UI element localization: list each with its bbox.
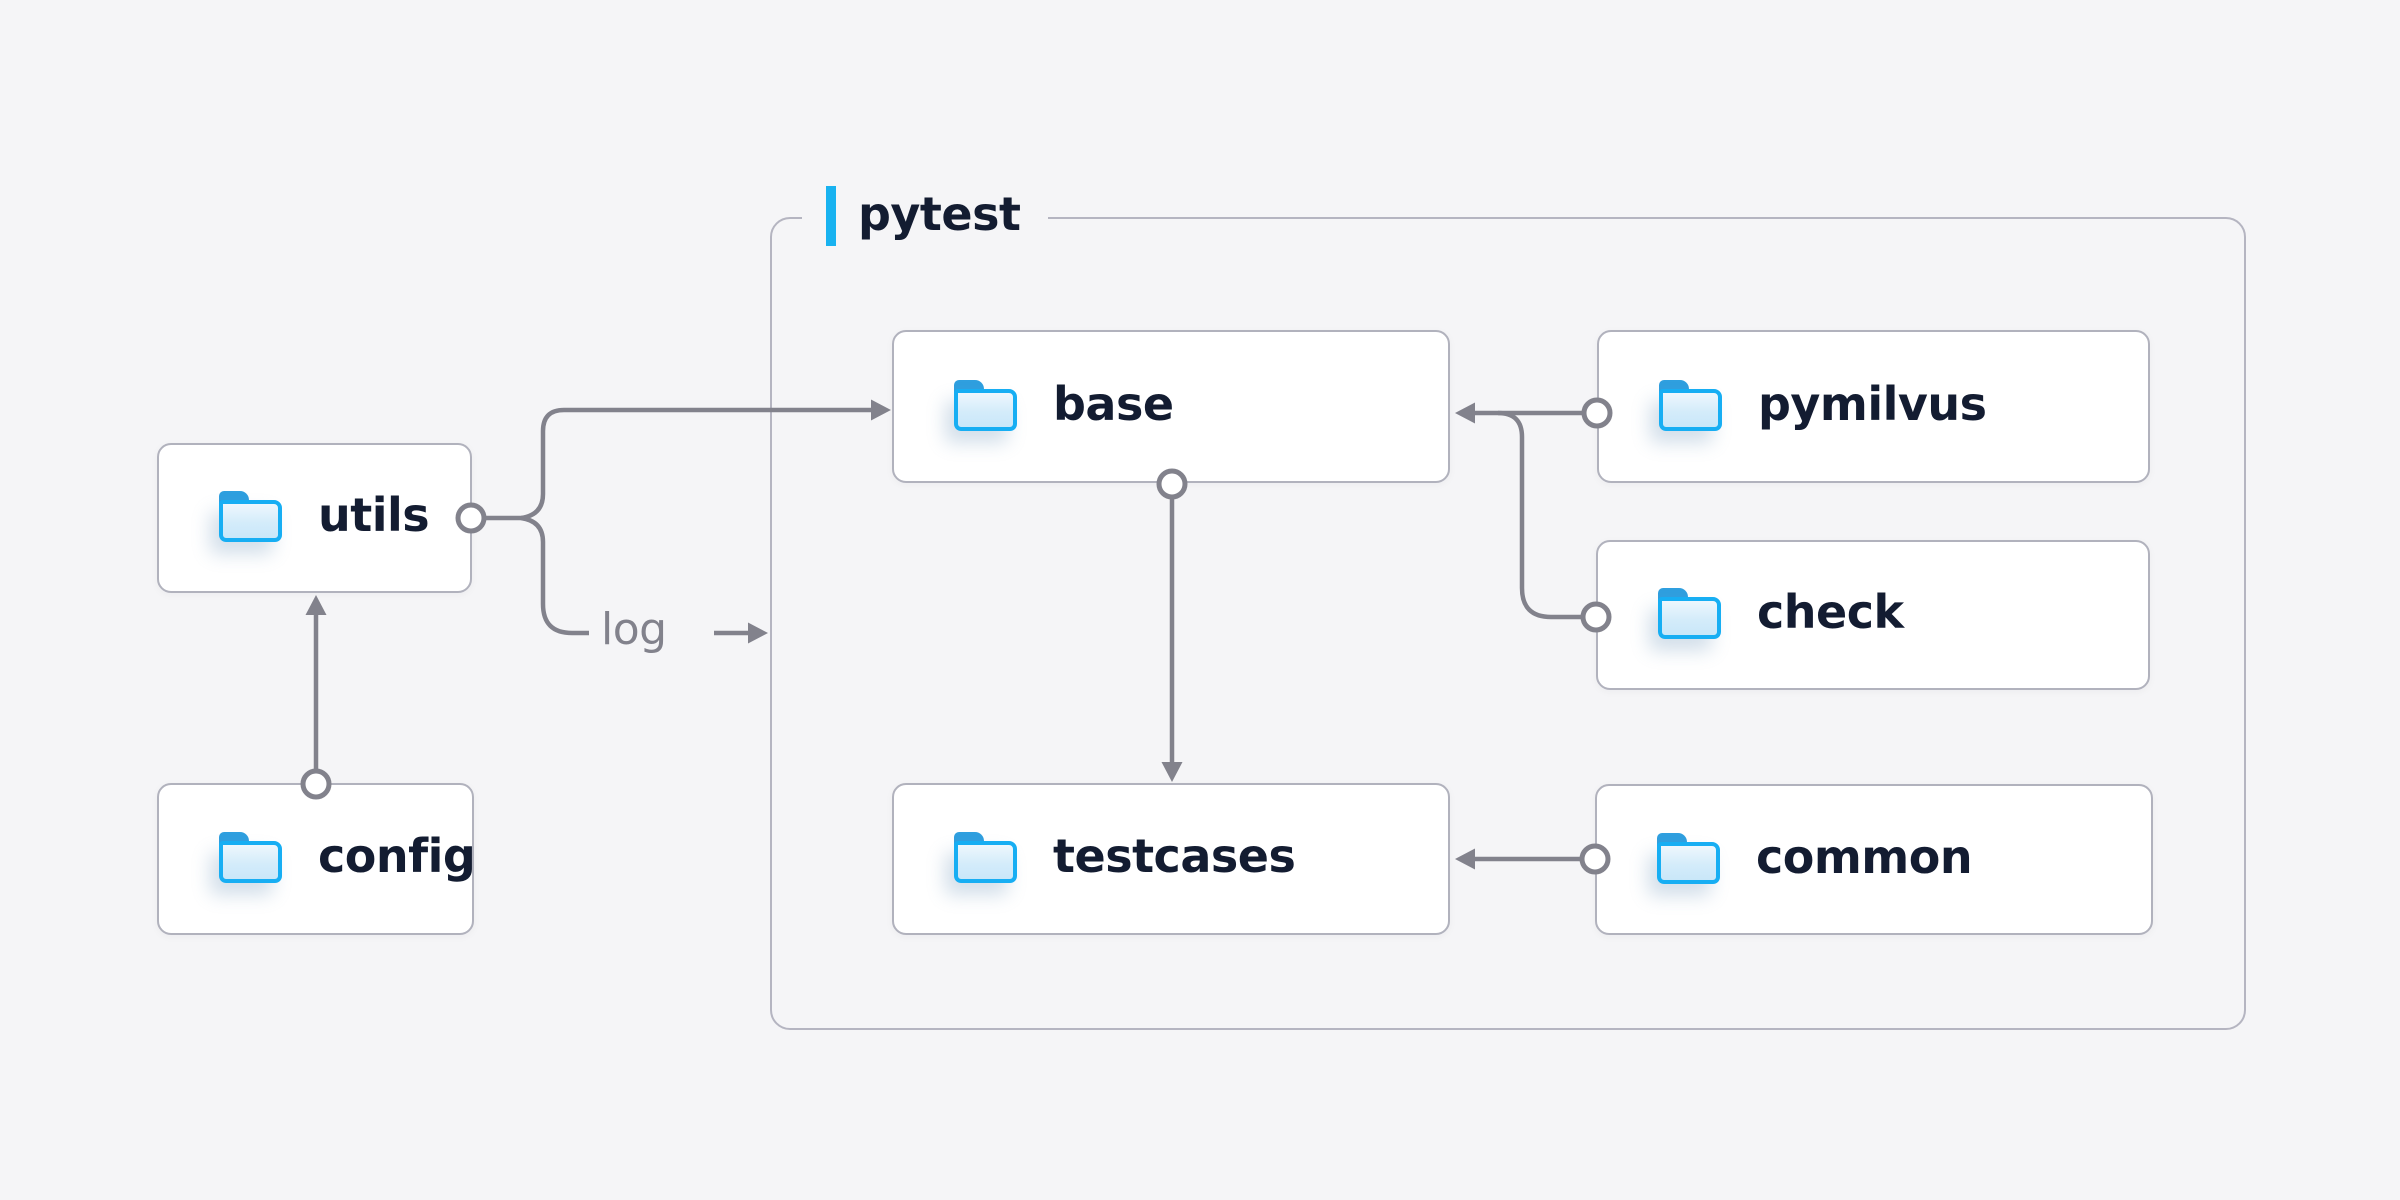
pytest-label-text: pytest bbox=[858, 187, 1021, 241]
node-label: base bbox=[1053, 376, 1174, 431]
arrowhead-into-utils bbox=[305, 595, 327, 615]
folder-icon bbox=[1658, 588, 1721, 639]
pytest-group-label: pytest bbox=[802, 183, 1049, 249]
folder-icon bbox=[1657, 832, 1720, 884]
folder-icon bbox=[954, 379, 1017, 431]
accent-bar-icon bbox=[826, 186, 836, 246]
edge-label-log: log bbox=[601, 604, 667, 655]
node-base: base bbox=[892, 330, 1450, 483]
node-label: utils bbox=[318, 488, 430, 542]
folder-icon bbox=[954, 832, 1017, 883]
node-label: testcases bbox=[1053, 829, 1296, 883]
node-label: check bbox=[1757, 585, 1904, 639]
pytest-group-container bbox=[770, 217, 2246, 1030]
node-check: check bbox=[1596, 540, 2150, 690]
arrowhead-log bbox=[748, 622, 768, 644]
node-utils: utils bbox=[157, 443, 472, 593]
node-label: pymilvus bbox=[1758, 376, 1987, 431]
edge-utils-log bbox=[520, 515, 589, 636]
node-label: common bbox=[1756, 829, 1973, 884]
folder-icon bbox=[1659, 379, 1722, 431]
node-common: common bbox=[1595, 784, 2153, 935]
node-testcases: testcases bbox=[892, 783, 1450, 935]
folder-icon bbox=[219, 491, 282, 542]
node-config: config bbox=[157, 783, 476, 935]
node-label: config bbox=[318, 829, 476, 883]
node-pymilvus: pymilvus bbox=[1597, 330, 2150, 483]
folder-icon bbox=[219, 832, 282, 883]
